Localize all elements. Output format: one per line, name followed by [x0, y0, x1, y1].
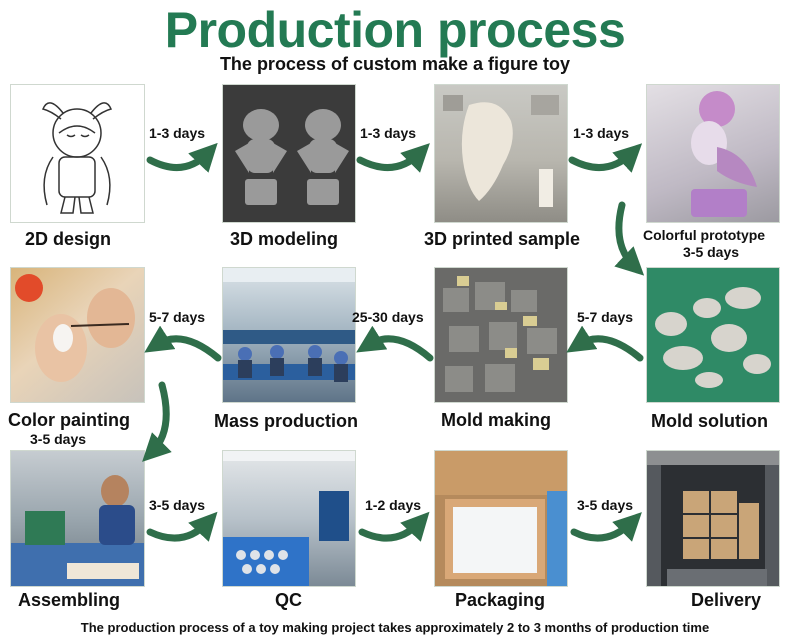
arrow-right-icon: [150, 522, 208, 538]
arrow-left-icon: [368, 339, 430, 358]
arrow-right-icon: [574, 522, 632, 538]
arrow-down-icon: [619, 205, 634, 266]
footer-note: The production process of a toy making p…: [0, 620, 790, 635]
arrow-left-icon: [156, 339, 218, 358]
arrow-right-icon: [362, 522, 420, 538]
arrow-right-icon: [572, 153, 632, 168]
arrow-right-icon: [150, 153, 208, 168]
arrow-right-icon: [360, 153, 420, 168]
arrow-down-icon: [152, 385, 166, 452]
arrow-left-icon: [578, 339, 640, 358]
